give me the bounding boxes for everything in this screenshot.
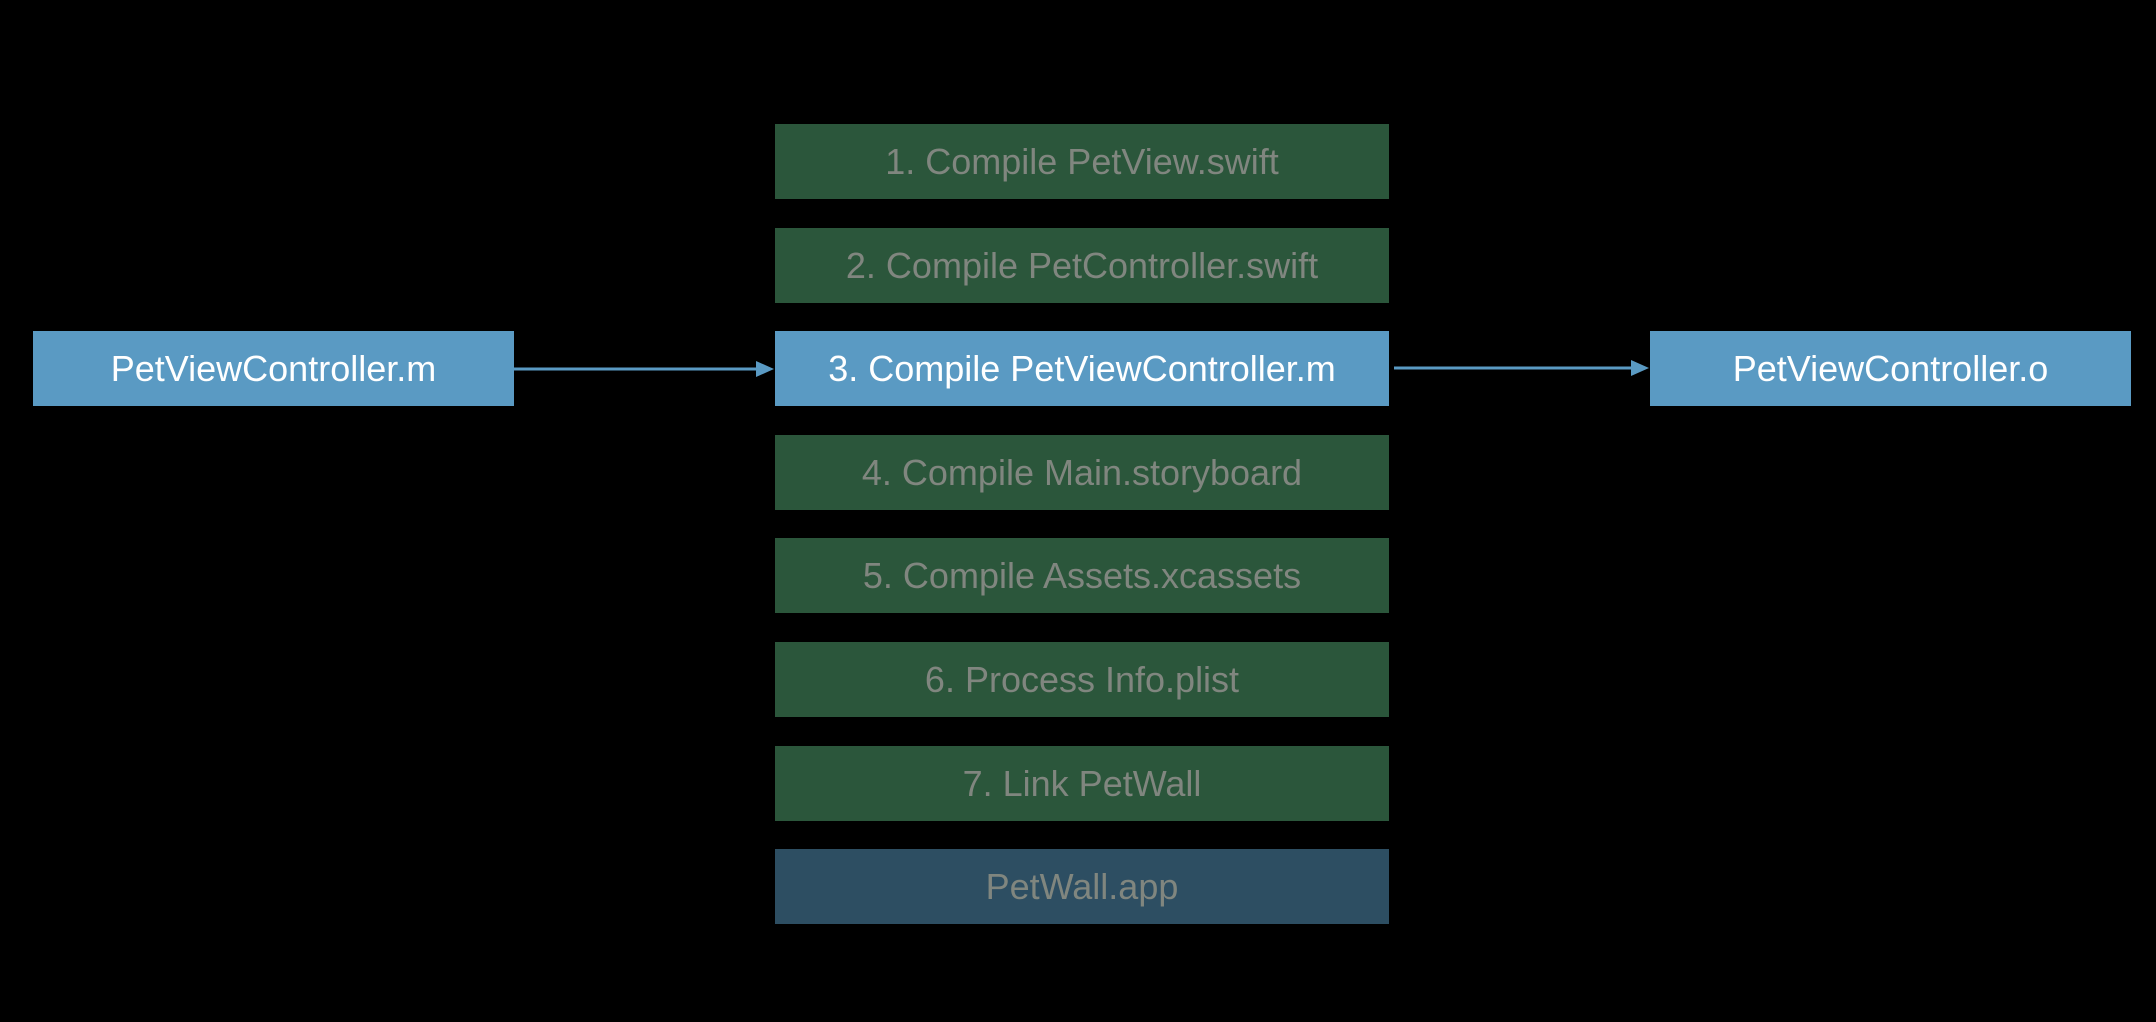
step-label: 7. Link PetWall	[962, 762, 1202, 804]
output-file-box: PetViewController.o	[1650, 331, 2131, 406]
input-file-label: PetViewController.m	[110, 347, 437, 389]
step-label: 1. Compile PetView.swift	[885, 140, 1279, 182]
step-label: 2. Compile PetController.swift	[845, 244, 1319, 286]
step-label: 6. Process Info.plist	[924, 658, 1240, 700]
step-3-compile-petviewcontroller-m: 3. Compile PetViewController.m	[775, 331, 1389, 406]
step-5-compile-assets-xcassets: 5. Compile Assets.xcassets	[775, 538, 1389, 613]
input-file-box: PetViewController.m	[33, 331, 514, 406]
arrow-step-to-output-head	[1631, 360, 1649, 376]
step-label: 3. Compile PetViewController.m	[828, 347, 1336, 389]
arrow-input-to-step-head	[756, 361, 774, 377]
step-7-link-petwall: 7. Link PetWall	[775, 746, 1389, 821]
output-file-label: PetViewController.o	[1732, 347, 2049, 389]
step-label: 5. Compile Assets.xcassets	[862, 554, 1302, 596]
arrow-input-to-step	[514, 361, 774, 377]
step-label: 4. Compile Main.storyboard	[861, 451, 1303, 493]
step-2-compile-petcontroller-swift: 2. Compile PetController.swift	[775, 228, 1389, 303]
product-petwall-app: PetWall.app	[775, 849, 1389, 924]
arrow-step-to-output	[1394, 360, 1649, 376]
step-4-compile-main-storyboard: 4. Compile Main.storyboard	[775, 435, 1389, 510]
step-1-compile-petview-swift: 1. Compile PetView.swift	[775, 124, 1389, 199]
product-label: PetWall.app	[985, 865, 1179, 907]
step-6-process-info-plist: 6. Process Info.plist	[775, 642, 1389, 717]
